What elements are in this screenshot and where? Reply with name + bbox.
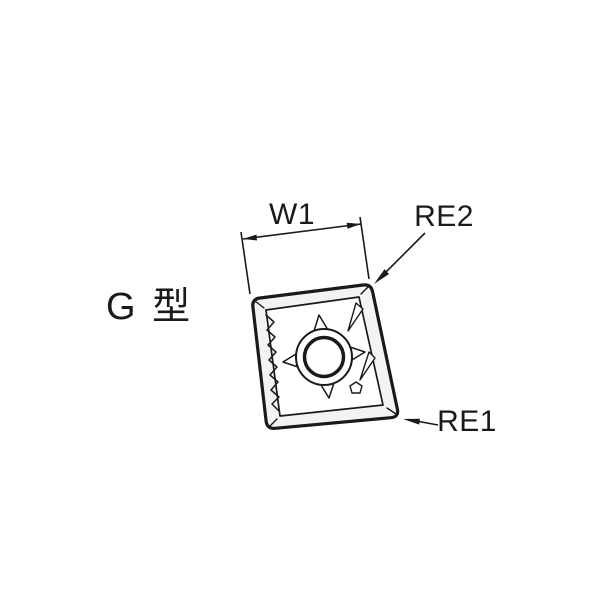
leader-re1: RE1	[403, 405, 497, 438]
leader-re2: RE2	[374, 200, 474, 284]
w1-extension-line-right	[359, 216, 370, 280]
center-hole	[302, 335, 346, 379]
w1-extension-line-left	[240, 231, 251, 295]
w1-dimension-line	[242, 223, 362, 240]
re2-label: RE2	[414, 200, 474, 233]
chipbreaker-wedge-upper	[347, 302, 364, 332]
re2-arrowhead	[374, 269, 389, 284]
chipbreaker-serration	[265, 314, 280, 412]
w1-arrowhead-left	[243, 234, 257, 241]
corner-facet-bottom-left	[269, 418, 278, 427]
w1-arrowhead-right	[346, 222, 361, 229]
corner-facet-top-left	[254, 300, 265, 309]
w1-label: W1	[269, 198, 315, 231]
corner-facets	[254, 286, 397, 427]
type-label: G 型	[106, 286, 193, 328]
re1-label: RE1	[437, 405, 497, 438]
re1-arrowhead	[403, 418, 420, 425]
insert-drawing	[251, 283, 400, 430]
chipbreaker-wedge-lower	[359, 351, 376, 381]
corner-facet-top-right	[360, 286, 369, 295]
dimension-w1: W1	[240, 198, 370, 295]
corner-facet-bottom-right	[386, 407, 397, 415]
chipbreaker-dimple	[349, 381, 363, 394]
